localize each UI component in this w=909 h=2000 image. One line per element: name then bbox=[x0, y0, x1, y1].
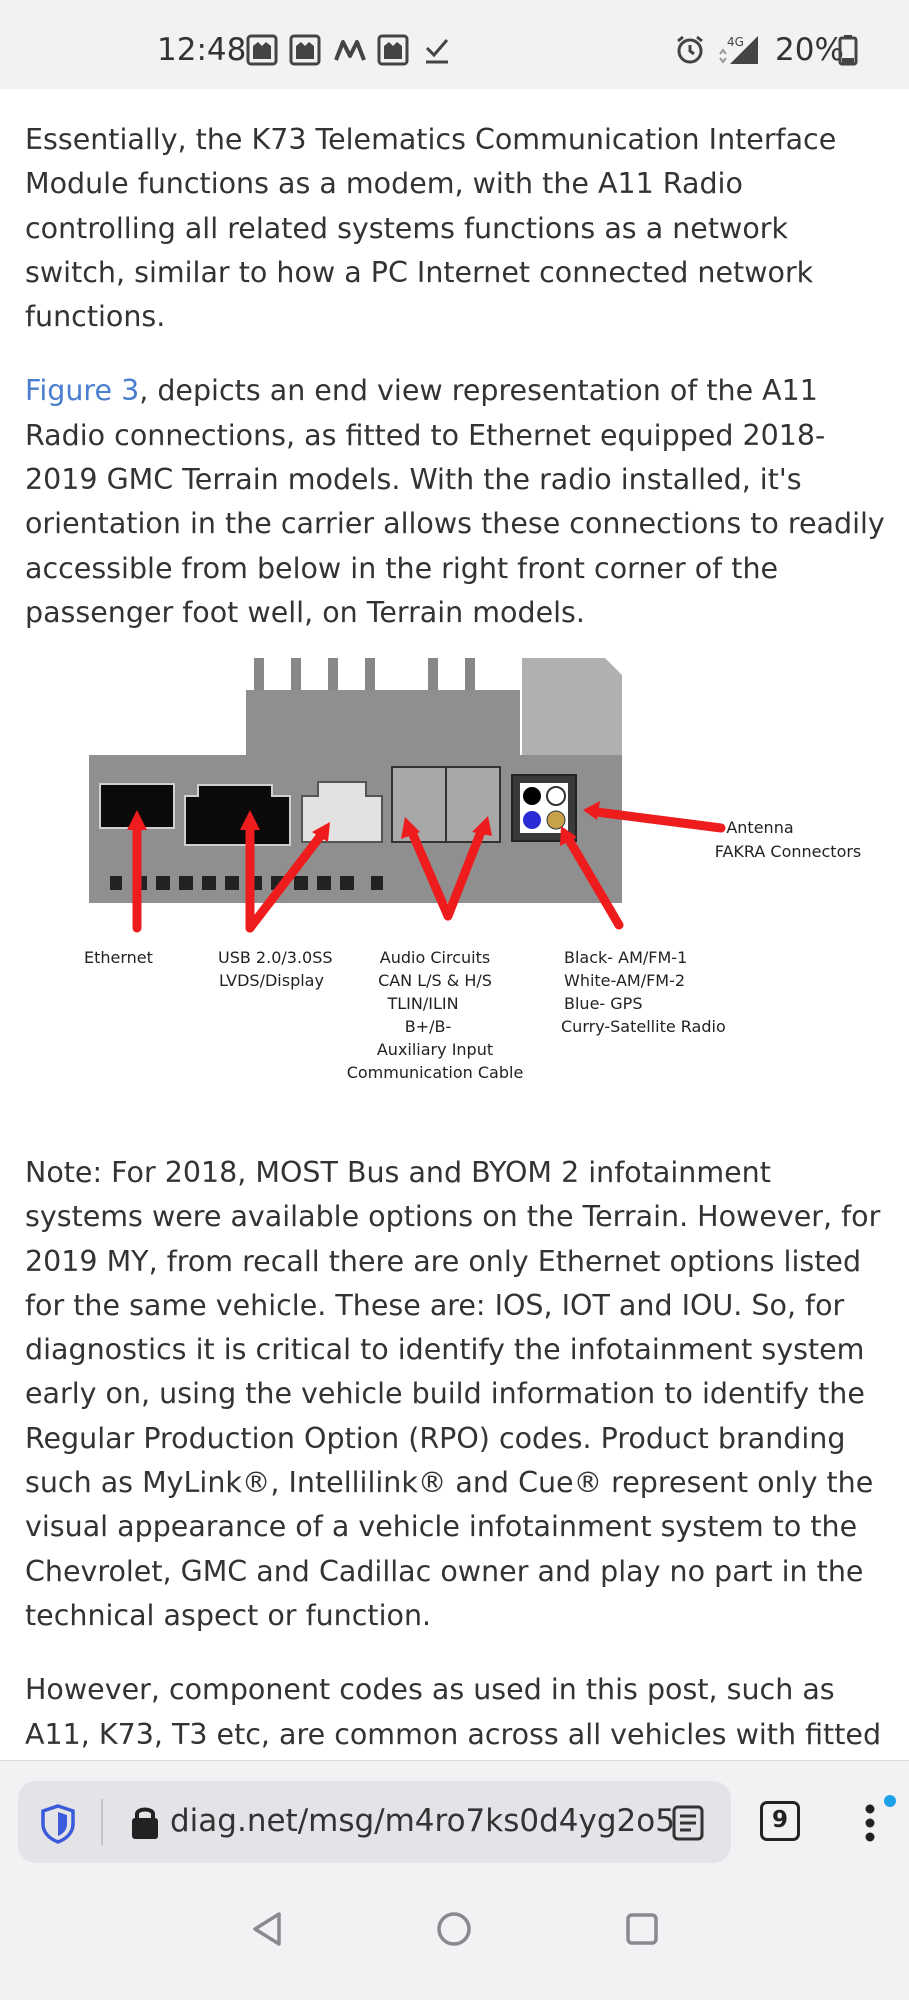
fakra-blue bbox=[523, 811, 541, 829]
ethernet-label: Ethernet bbox=[84, 948, 153, 967]
back-icon[interactable] bbox=[250, 1910, 284, 1948]
tabs-button[interactable]: 9 bbox=[760, 1801, 800, 1841]
audio-label-1: Audio Circuits bbox=[380, 948, 490, 967]
home-icon[interactable] bbox=[436, 1911, 472, 1947]
fakra-curry bbox=[546, 810, 566, 830]
fakra-label-1: Black- AM/FM-1 bbox=[564, 948, 687, 967]
paragraph-3: Note: For 2018, MOST Bus and BYOM 2 info… bbox=[25, 1156, 881, 1632]
check-icon bbox=[425, 39, 449, 64]
paragraph-2: Figure 3, depicts an end view representa… bbox=[25, 369, 885, 635]
fakra-white bbox=[546, 786, 566, 806]
usb-connector bbox=[184, 784, 291, 846]
paragraph-2-text: , depicts an end view representation of … bbox=[25, 374, 885, 629]
divider bbox=[101, 1799, 103, 1845]
recents-icon[interactable] bbox=[625, 1912, 659, 1946]
paragraph-1: Essentially, the K73 Telematics Communic… bbox=[25, 123, 837, 334]
can-connector bbox=[445, 766, 501, 843]
reader-mode-icon[interactable] bbox=[671, 1804, 705, 1842]
audio-label-3: TLIN/ILIN bbox=[386, 994, 458, 1013]
radio-connections-figure: Antenna FAKRA Connectors Ethernet USB 2.… bbox=[84, 658, 862, 1082]
audio-label-6: Communication Cable bbox=[347, 1063, 524, 1082]
status-bar: 12:48 4G 20% bbox=[0, 0, 909, 89]
signal-icon bbox=[719, 36, 758, 64]
tab-count: 9 bbox=[771, 1807, 788, 1833]
network-type: 4G bbox=[727, 35, 744, 49]
heat-sink-fins bbox=[254, 658, 475, 696]
fakra-label-2: White-AM/FM-2 bbox=[564, 971, 685, 990]
battery-percent: 20% bbox=[775, 32, 844, 68]
figure-3-link[interactable]: Figure 3 bbox=[25, 374, 140, 408]
audio-label-2: CAN L/S & H/S bbox=[378, 971, 492, 990]
lock-icon[interactable] bbox=[129, 1803, 161, 1841]
article-body: Essentially, the K73 Telematics Communic… bbox=[25, 118, 885, 635]
notification-dot bbox=[884, 1795, 896, 1807]
browser-toolbar: diag.net/msg/m4ro7ks0d4yg2o5 9 bbox=[0, 1760, 909, 1881]
battery-icon bbox=[838, 35, 858, 66]
antenna-label-1: Antenna bbox=[726, 818, 793, 837]
alarm-icon bbox=[677, 35, 703, 64]
audio-label-5: Auxiliary Input bbox=[377, 1040, 493, 1059]
url-text[interactable]: diag.net/msg/m4ro7ks0d4yg2o5 bbox=[170, 1803, 675, 1839]
arrow-heads bbox=[127, 801, 600, 846]
usb-label-2: LVDS/Display bbox=[219, 971, 324, 990]
menu-icon[interactable] bbox=[860, 1801, 880, 1845]
system-nav-bar bbox=[0, 1880, 909, 2000]
gallery-icon bbox=[289, 34, 321, 66]
usb-label-1: USB 2.0/3.0SS bbox=[218, 948, 333, 967]
radio-housing-side bbox=[522, 658, 622, 755]
shield-icon[interactable] bbox=[40, 1804, 76, 1844]
m-app-icon bbox=[334, 40, 366, 61]
gallery-icon bbox=[246, 34, 278, 66]
fakra-black bbox=[523, 787, 541, 805]
audio-label-4: B+/B- bbox=[405, 1017, 452, 1036]
radio-housing-top bbox=[246, 690, 520, 755]
antenna-label-2: FAKRA Connectors bbox=[715, 842, 862, 861]
article-body-lower: Note: For 2018, MOST Bus and BYOM 2 info… bbox=[25, 1151, 885, 1801]
fakra-label-3: Blue- GPS bbox=[564, 994, 642, 1013]
fakra-label-4: Curry-Satellite Radio bbox=[561, 1017, 726, 1036]
gallery-icon bbox=[377, 34, 409, 66]
clock: 12:48 bbox=[157, 32, 247, 68]
callout-arrows bbox=[132, 807, 726, 933]
audio-connector bbox=[391, 766, 447, 843]
